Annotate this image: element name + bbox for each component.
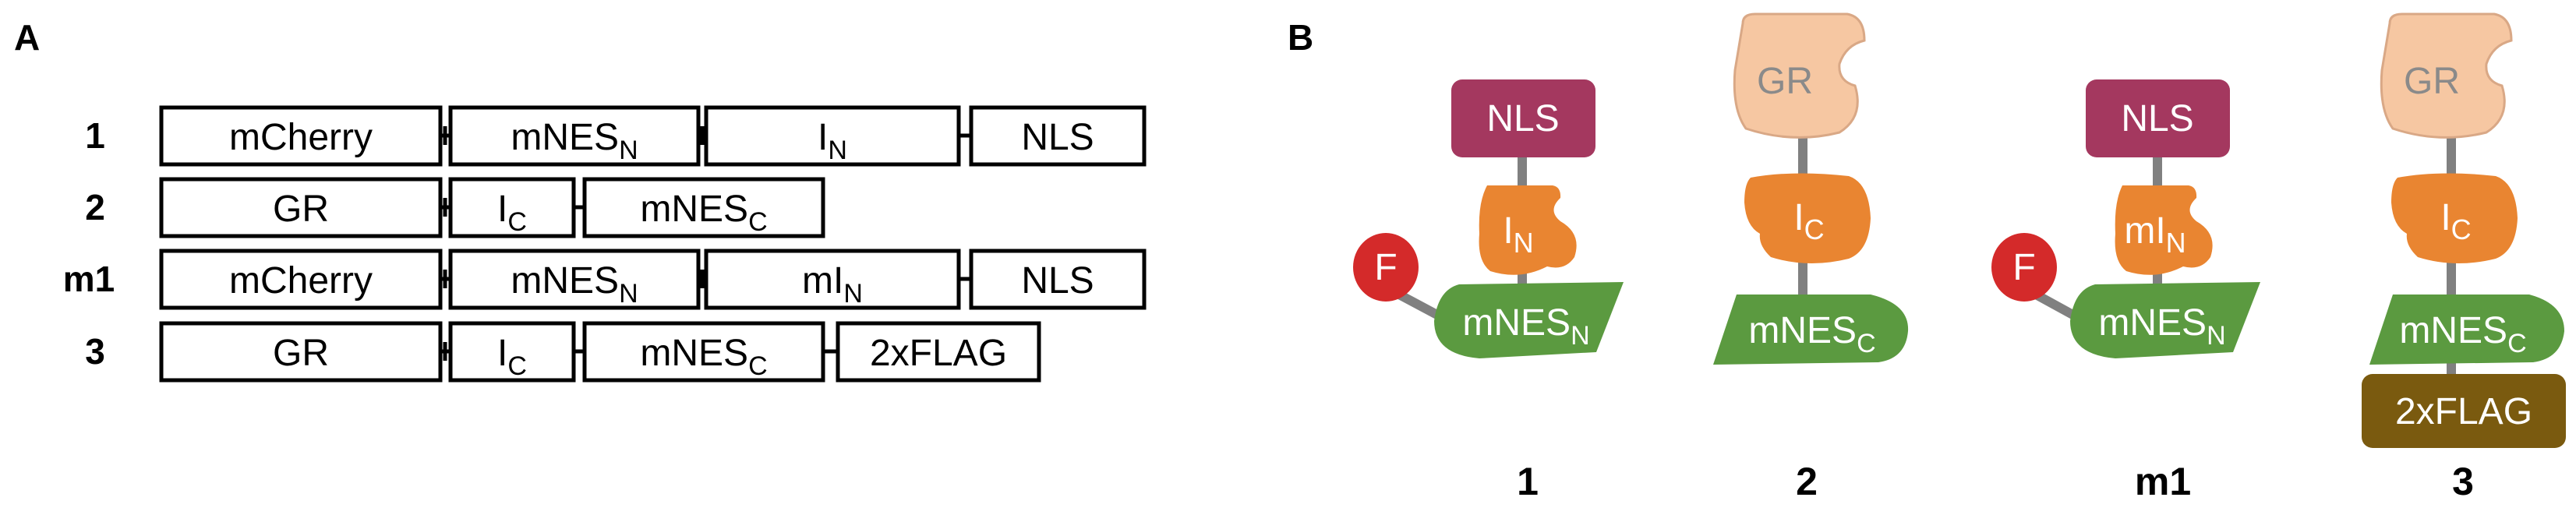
flag-tag-circle xyxy=(1353,233,1419,302)
segment-label: IC xyxy=(497,189,527,237)
gr-label: GR xyxy=(1757,61,1813,102)
segment-box xyxy=(836,321,1041,383)
segment-label: 2xFLAG xyxy=(870,333,1007,374)
segment-box xyxy=(448,321,576,383)
flag-tag-circle xyxy=(1991,233,2057,302)
nes-label: mNESN xyxy=(1462,302,1589,351)
construct-cartoon-m1: NLS mIN mNESN F m1 xyxy=(1991,79,2260,503)
flag-label: 2xFLAG xyxy=(2395,391,2532,432)
row-label: m1 xyxy=(63,259,115,299)
construct-row-3: 3 GR IC mNESC 2xFLAG xyxy=(85,321,1041,383)
intein-label: mIN xyxy=(2124,210,2186,259)
2xflag-domain xyxy=(2362,374,2566,448)
segment-label: IC xyxy=(497,333,527,381)
segment-box xyxy=(969,249,1147,310)
gr-label: GR xyxy=(2404,61,2460,102)
construct-row-2: 2 GR IC mNESC xyxy=(85,177,825,238)
segment-label: mNESN xyxy=(511,117,638,165)
intein-label: IN xyxy=(1503,210,1533,259)
segment-label: NLS xyxy=(1021,260,1094,302)
mnes-c-domain xyxy=(2369,295,2564,365)
nes-label: mNESN xyxy=(2098,302,2225,351)
construct-label: 1 xyxy=(1517,460,1539,503)
construct-row-m1: m1 mCherry mNESN mIN NLS xyxy=(63,249,1147,310)
nls-label: NLS xyxy=(2121,98,2193,139)
construct-cartoon-2: GR IC mNESC 2 xyxy=(1713,12,1909,503)
segment-box xyxy=(159,321,443,383)
segment-label: GR xyxy=(273,189,329,230)
intein-label: IC xyxy=(2440,197,2471,245)
construct-label: m1 xyxy=(2135,460,2191,503)
segment-box xyxy=(448,249,701,310)
tag-label: F xyxy=(1374,247,1397,288)
segment-box xyxy=(969,105,1147,167)
segment-box xyxy=(582,321,825,383)
mnes-n-domain xyxy=(1434,282,1624,358)
row-label: 1 xyxy=(85,115,105,156)
segment-box xyxy=(704,105,961,167)
mnes-n-domain xyxy=(2070,282,2260,358)
intein-n-domain xyxy=(2115,185,2213,275)
construct-row-1: 1 mCherry mNESN IN NLS xyxy=(85,105,1147,167)
construct-label: 3 xyxy=(2452,460,2474,503)
panel-label-a: A xyxy=(14,17,40,58)
segment-label: mNESN xyxy=(511,260,638,309)
segment-box xyxy=(582,177,825,238)
segment-label: NLS xyxy=(1021,117,1094,158)
intein-c-domain xyxy=(2391,173,2518,264)
segment-label: GR xyxy=(273,333,329,374)
construct-cartoon-1: NLS IN mNESN F 1 xyxy=(1353,79,1624,503)
gr-domain xyxy=(1733,12,1866,139)
nes-label: mNESC xyxy=(1748,310,1875,358)
segment-box xyxy=(704,249,961,310)
nls-domain xyxy=(2086,79,2230,157)
nls-label: NLS xyxy=(1486,98,1559,139)
segment-label: IN xyxy=(818,117,847,165)
mnes-c-domain xyxy=(1713,295,1909,365)
segment-label: mCherry xyxy=(229,260,373,302)
segment-label: mCherry xyxy=(229,117,373,158)
row-label: 3 xyxy=(85,331,105,372)
construct-cartoon-3: GR IC mNESC 2xFLAG 3 xyxy=(2362,12,2566,503)
segment-label: mNESC xyxy=(640,333,767,381)
tag-label: F xyxy=(2012,247,2035,288)
segment-label: mIN xyxy=(802,260,863,309)
nes-label: mNESC xyxy=(2399,310,2526,358)
gr-domain xyxy=(2380,12,2513,139)
construct-label: 2 xyxy=(1796,460,1818,503)
segment-label: mNESC xyxy=(640,189,767,237)
segment-box xyxy=(159,105,443,167)
panel-label-b: B xyxy=(1288,17,1313,58)
intein-c-domain xyxy=(1744,173,1871,264)
intein-n-domain xyxy=(1479,185,1577,275)
intein-label: IC xyxy=(1793,197,1824,245)
row-label: 2 xyxy=(85,187,105,227)
nls-domain xyxy=(1451,79,1595,157)
